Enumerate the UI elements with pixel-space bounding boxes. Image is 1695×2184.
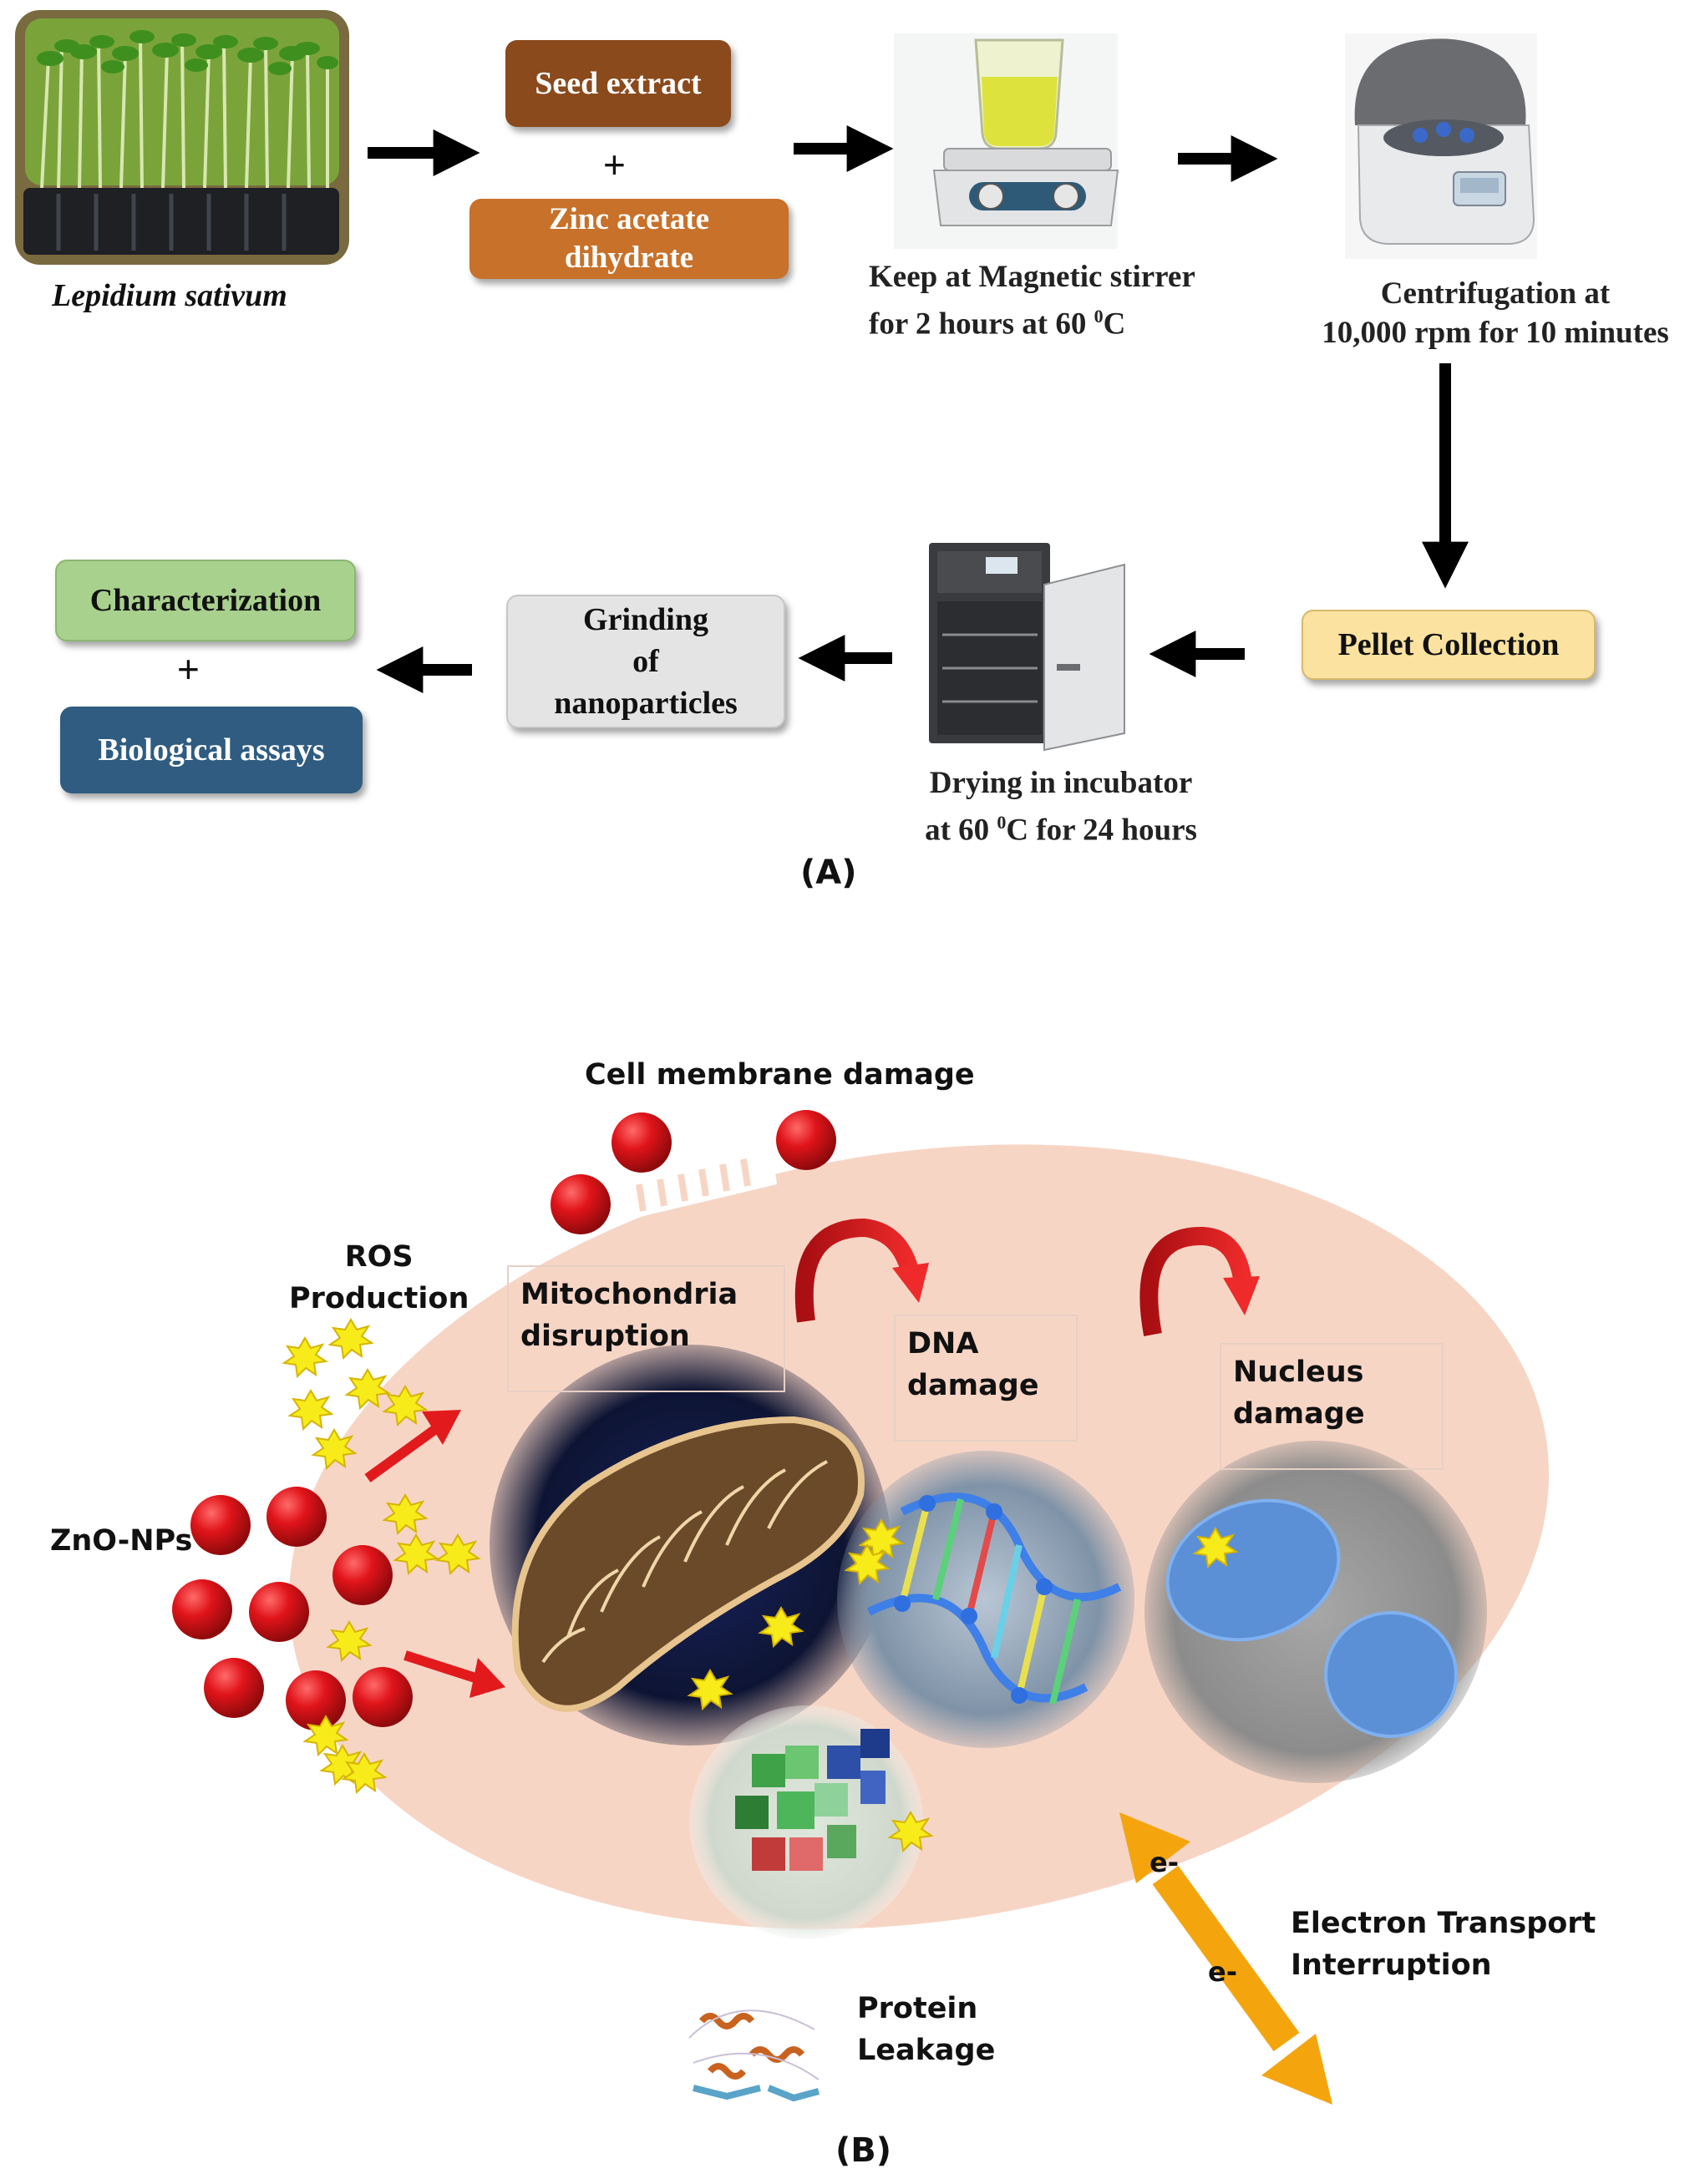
nucleus-image bbox=[1144, 1441, 1487, 1783]
dna-label-box: DNA damage bbox=[894, 1315, 1078, 1442]
curved-arrow-1 bbox=[794, 1218, 929, 1323]
ros-particles bbox=[282, 1318, 481, 1795]
dna-line1: DNA bbox=[907, 1327, 979, 1361]
electron-line1: Electron Transport bbox=[1291, 1907, 1596, 1940]
drying-line2: at 60 0C for 24 hours bbox=[925, 812, 1197, 848]
centrifuge-caption: Centrifugation at 10,000 rpm for 10 minu… bbox=[1307, 274, 1683, 352]
curved-arrow-2 bbox=[1139, 1226, 1260, 1336]
plus-sign-2: + bbox=[177, 647, 200, 691]
zno-nanoparticles bbox=[172, 1110, 836, 1730]
zinc-acetate-box: Zinc acetate dihydrate bbox=[469, 199, 789, 279]
characterization-box: Characterization bbox=[55, 560, 356, 641]
electron-line2: Interruption bbox=[1291, 1948, 1492, 1982]
drying-caption: Drying in incubator at 60 0C for 24 hour… bbox=[902, 763, 1220, 849]
nucleus-label-box: Nucleus damage bbox=[1220, 1343, 1444, 1470]
dna-image bbox=[837, 1451, 1134, 1748]
grinding-box: Grinding of nanoparticles bbox=[506, 595, 785, 728]
mitochondria-label-box: Mitochondria disruption bbox=[507, 1265, 785, 1392]
lepidium-sativum-image bbox=[15, 10, 349, 265]
centrifuge-line2: 10,000 rpm for 10 minutes bbox=[1322, 316, 1669, 350]
panel-a-label: (A) bbox=[800, 854, 857, 892]
plus-sign-1: + bbox=[603, 143, 626, 186]
biological-assays-box: Biological assays bbox=[60, 707, 363, 793]
centrifuge-line1: Centrifugation at bbox=[1380, 276, 1611, 311]
zno-label: ZnO-NPs bbox=[50, 1524, 193, 1558]
dna-line2: damage bbox=[907, 1369, 1039, 1402]
nucleus-line1: Nucleus bbox=[1233, 1355, 1364, 1389]
pellet-label: Pellet Collection bbox=[1337, 627, 1560, 662]
protein-line1: Protein bbox=[857, 1992, 978, 2025]
stirrer-caption: Keep at Magnetic stirrer for 2 hours at … bbox=[869, 257, 1286, 343]
plant-label: Lepidium sativum bbox=[52, 278, 287, 313]
ros-label: ROS Production bbox=[289, 1236, 469, 1320]
stirrer-line1: Keep at Magnetic stirrer bbox=[869, 260, 1195, 294]
membrane-fragments bbox=[636, 1158, 751, 1212]
biological-label: Biological assays bbox=[98, 732, 325, 768]
electron-transport-label: Electron Transport Interruption bbox=[1291, 1903, 1596, 1986]
centrifuge-icon bbox=[1345, 33, 1537, 259]
panel-b-label: (B) bbox=[835, 2131, 892, 2170]
cell-membrane-label: Cell membrane damage bbox=[581, 1054, 978, 1096]
stirrer-line2: for 2 hours at 60 0C bbox=[869, 306, 1126, 342]
grinding-line1: Grinding bbox=[583, 602, 708, 637]
protein-line2: Leakage bbox=[857, 2034, 996, 2067]
ros-line1: ROS bbox=[344, 1240, 414, 1274]
electron-transport-arrow bbox=[1119, 1812, 1332, 2105]
nucleus-line2: damage bbox=[1233, 1397, 1365, 1431]
membrane-gap bbox=[614, 1153, 777, 1221]
ros-line2: Production bbox=[289, 1282, 469, 1315]
grinding-line2: of bbox=[632, 644, 659, 679]
incubator-icon bbox=[919, 539, 1128, 758]
protein-image bbox=[689, 1705, 923, 1939]
protein-structure-image bbox=[678, 1981, 829, 2113]
mitochondria-image bbox=[490, 1345, 891, 1746]
mito-line1: Mitochondria bbox=[520, 1278, 738, 1311]
characterization-label: Characterization bbox=[89, 583, 322, 618]
mito-line2: disruption bbox=[520, 1320, 690, 1353]
electron-symbol-bottom: e- bbox=[1208, 1956, 1237, 1988]
ros-arrows bbox=[364, 1410, 505, 1698]
drying-line1: Drying in incubator bbox=[929, 766, 1193, 800]
seed-extract-box: Seed extract bbox=[505, 40, 731, 127]
zinc-line2: dihydrate bbox=[564, 241, 694, 275]
ros-particles-organelles bbox=[687, 1518, 1239, 1853]
zinc-line1: Zinc acetate bbox=[548, 202, 710, 236]
grinding-line3: nanoparticles bbox=[554, 686, 738, 721]
protein-leakage-label: Protein Leakage bbox=[857, 1988, 995, 2071]
magnetic-stirrer-icon bbox=[894, 33, 1119, 249]
seed-extract-label: Seed extract bbox=[535, 66, 702, 101]
electron-symbol-top: e- bbox=[1149, 1847, 1179, 1878]
pellet-collection-box: Pellet Collection bbox=[1302, 610, 1596, 680]
